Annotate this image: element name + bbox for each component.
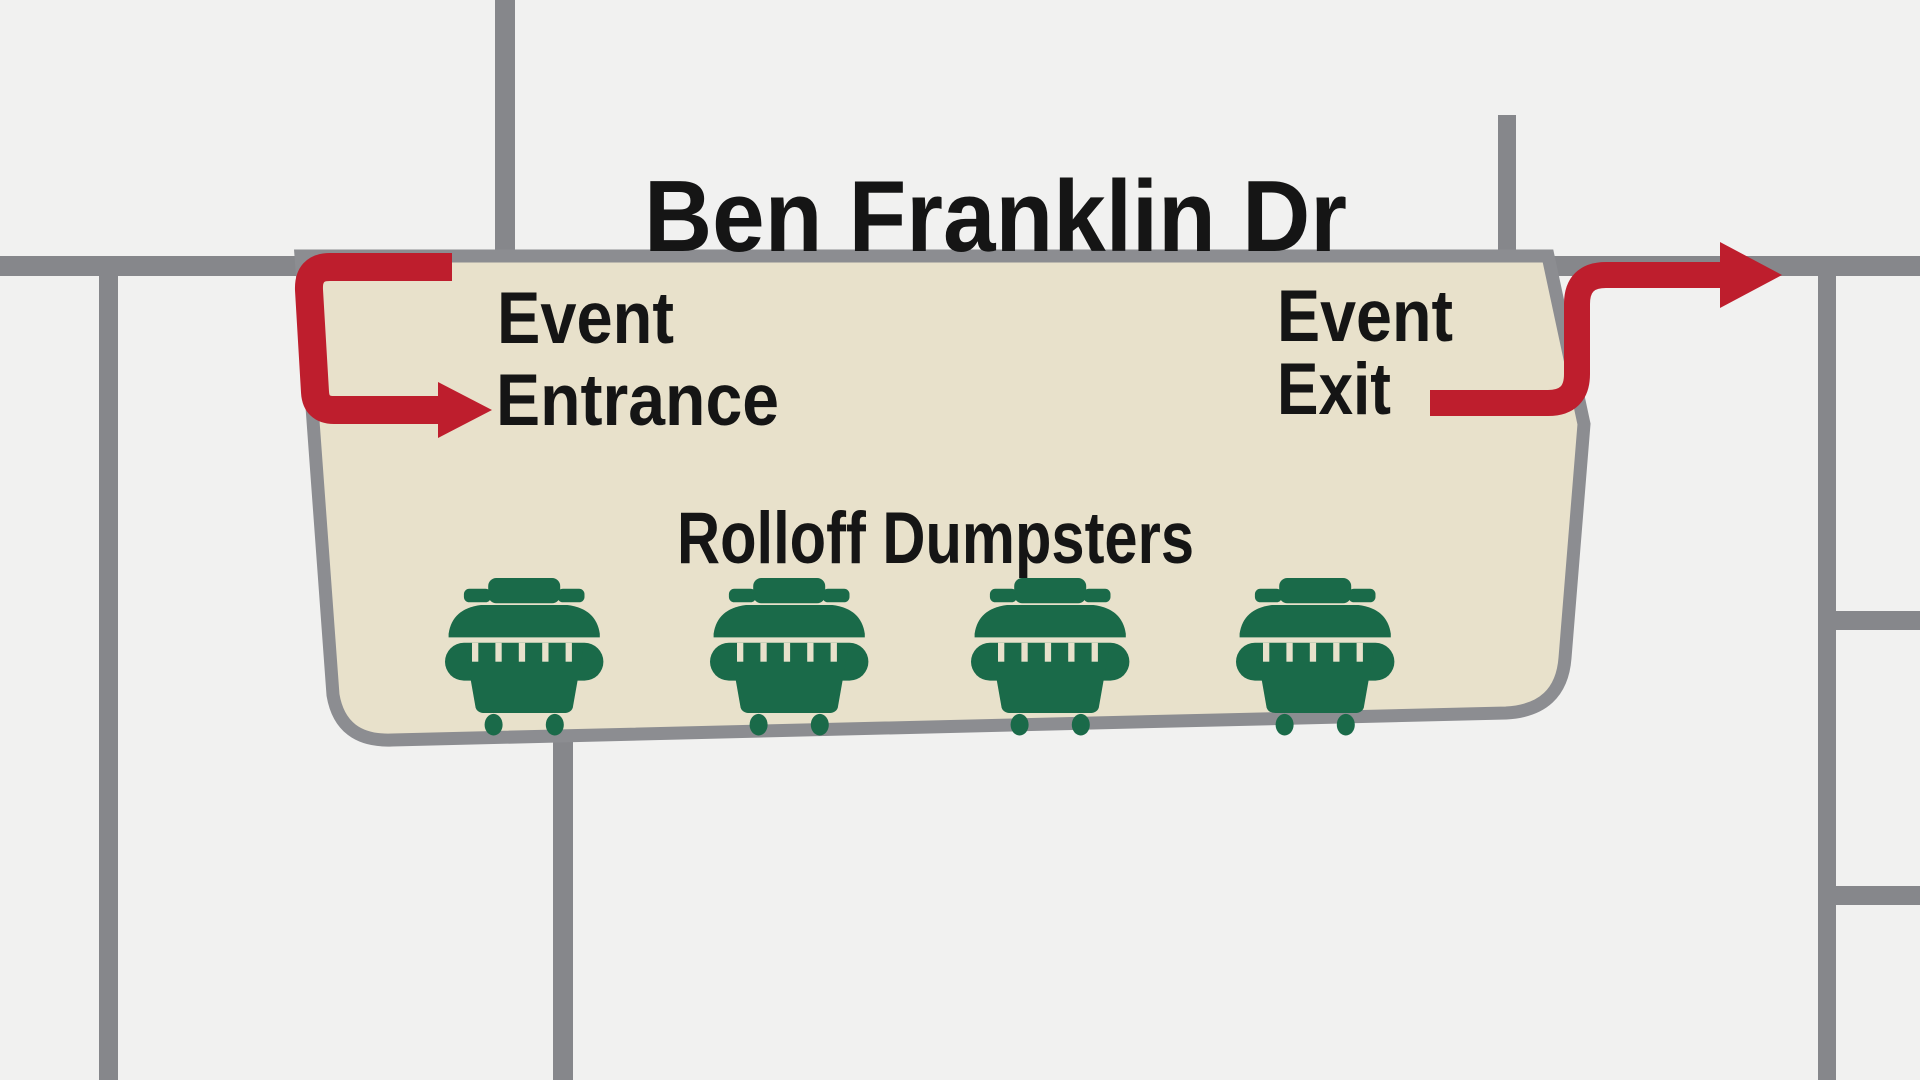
entrance-arrowhead-icon: [438, 382, 492, 438]
dumpster-area: Rolloff Dumpsters: [445, 498, 1395, 736]
road-vertical-below-lot: [553, 742, 573, 1080]
entrance-label-line2: Entrance: [496, 360, 779, 441]
exit-route-arrow: [1430, 242, 1782, 416]
entrance-label-line1: Event: [497, 278, 674, 359]
street-name-label: Ben Franklin Dr: [644, 161, 1347, 273]
entrance-route-line: [295, 253, 452, 424]
road-stub-right-upper: [1827, 611, 1920, 630]
exit-route-line: [1430, 262, 1722, 416]
road-vertical-left: [99, 262, 118, 1080]
entrance-label: Event Entrance: [496, 278, 779, 441]
road-vertical-far-right: [1818, 262, 1836, 1080]
exit-label: Event Exit: [1277, 276, 1453, 430]
dumpster-area-label: Rolloff Dumpsters: [677, 498, 1194, 579]
exit-label-line2: Exit: [1277, 349, 1391, 430]
road-stub-right-lower: [1827, 886, 1920, 905]
exit-label-line1: Event: [1277, 276, 1453, 357]
road-vertical-top-left: [495, 0, 515, 270]
entrance-route-arrow: [295, 253, 492, 438]
road-vertical-top-right: [1498, 115, 1516, 270]
exit-arrowhead-icon: [1720, 242, 1782, 308]
